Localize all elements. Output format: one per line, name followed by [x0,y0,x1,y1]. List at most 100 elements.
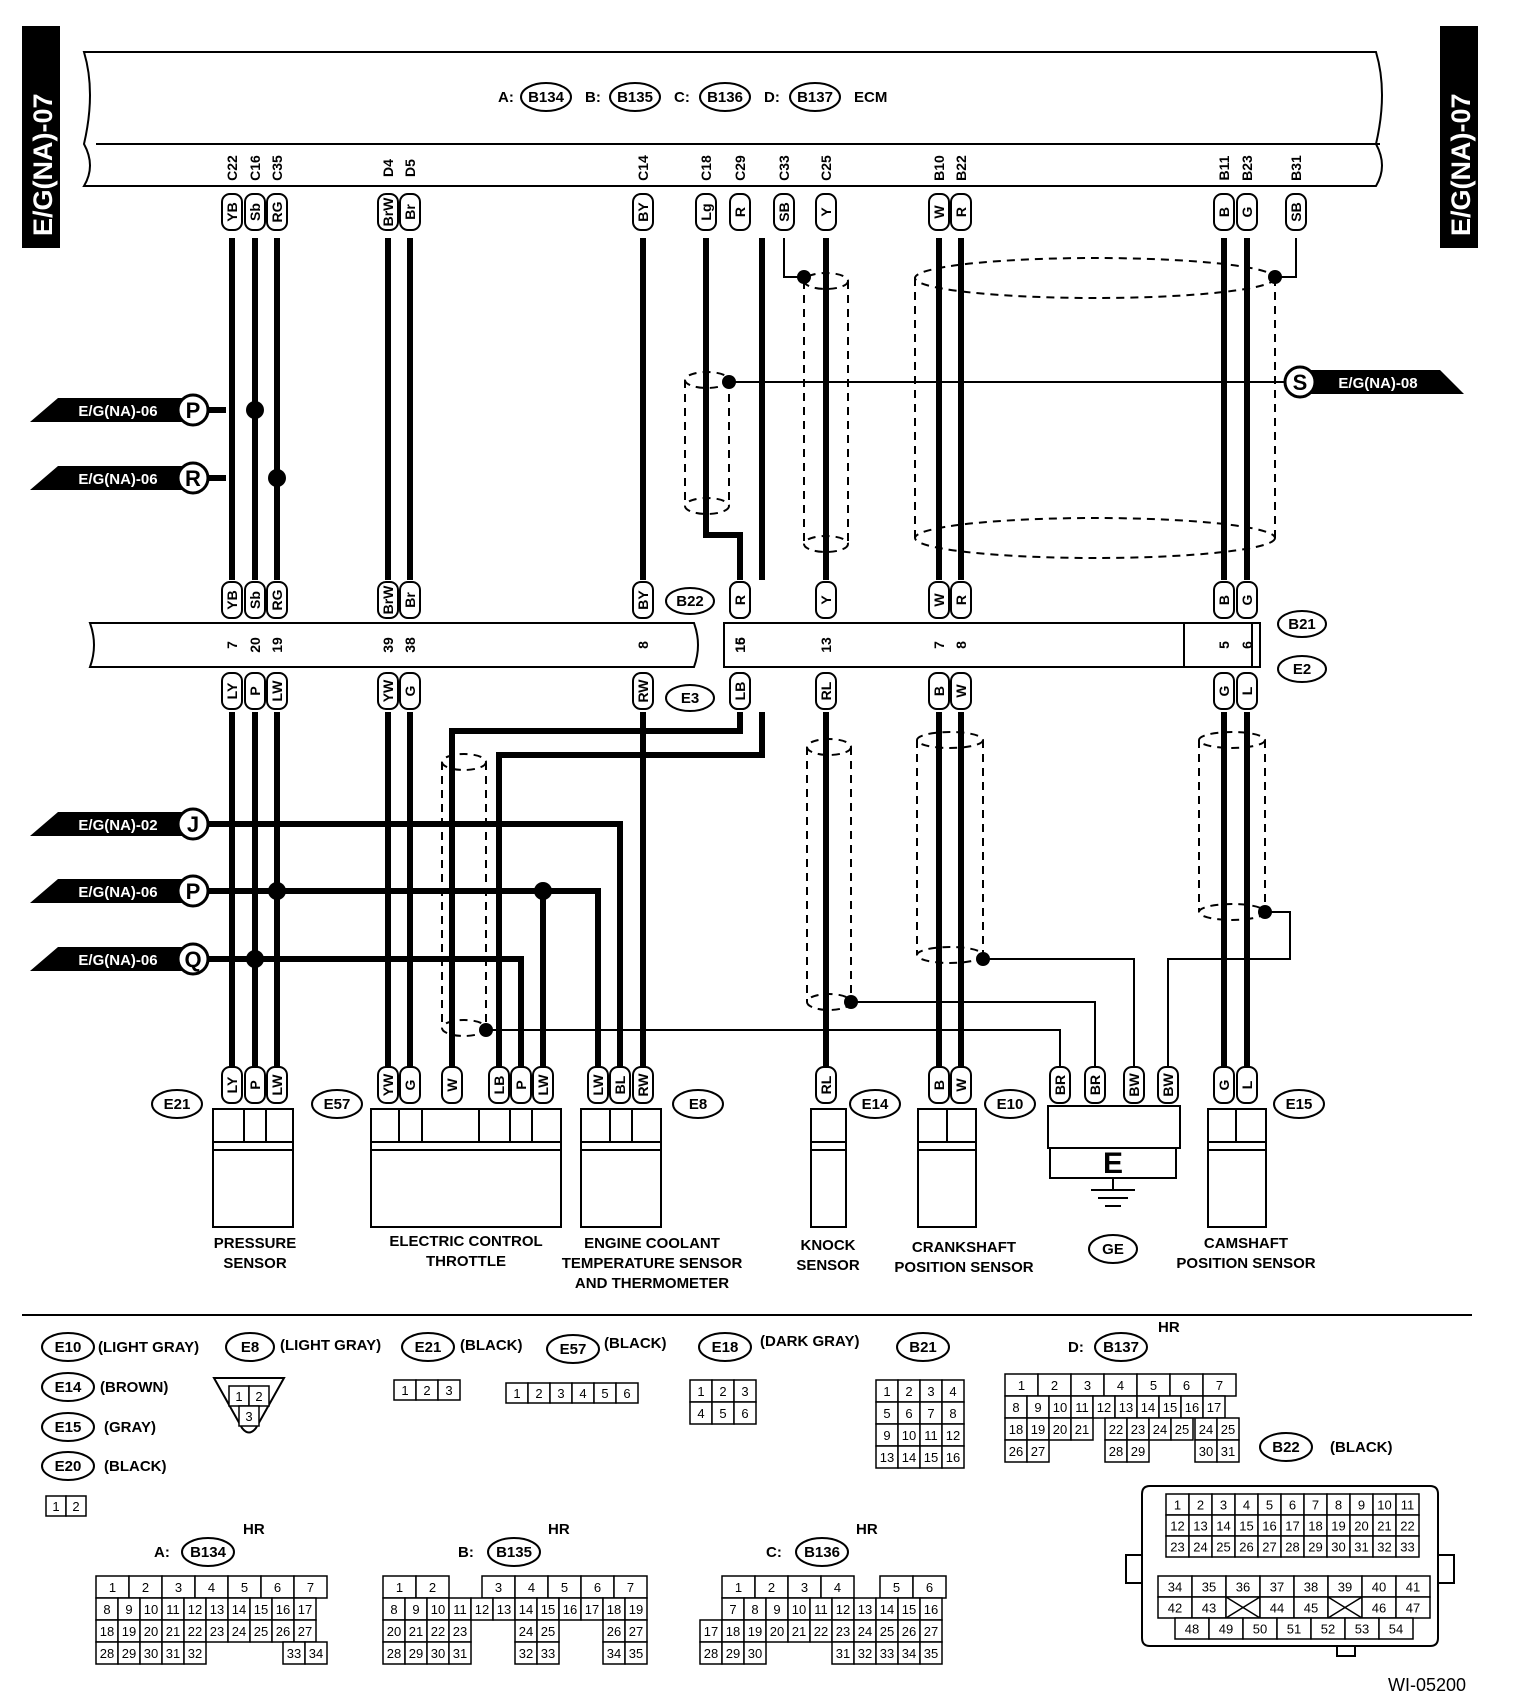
pin-cell-b134-r2-12: 12 [188,1602,202,1617]
component-pins [243,1109,1237,1142]
pin-cell-b137-r2-8: 8 [1012,1400,1019,1415]
pin-cell-b135-r1b-5: 5 [561,1580,568,1595]
pin-cell-b136-r2-13: 13 [858,1602,872,1617]
wire-color-bottom-3: YW [377,1066,399,1104]
pin-cell-b22-r5-44: 44 [1270,1601,1284,1616]
pin-cell-b22-r4-34: 34 [1168,1580,1182,1595]
pin-cell-b134-r2-13: 13 [210,1602,224,1617]
throttle-name-1: ELECTRIC CONTROL [389,1233,542,1250]
wire-color-mid-up-4: Br [399,581,421,619]
legend-b137-prefix: D: [1068,1339,1084,1356]
pin-cell-b136-r2-9: 9 [773,1602,780,1617]
side-tab-left-label: E/G(NA)-07 [28,93,58,236]
junction-pin-5: 8 [635,641,651,649]
pin-cell-b22-r4-39: 39 [1338,1580,1352,1595]
wire-color-mid-up-7-text: R [732,595,748,605]
wire-color-mid-down-2-text: LW [269,680,285,702]
side-tab-right[interactable]: E/G(NA)-07 [1440,26,1478,248]
component-names: PRESSURE SENSOR ELECTRIC CONTROL THROTTL… [214,1233,1316,1292]
pin-cell-e21-2: 2 [423,1383,430,1398]
pin-cell-b135-r4a-28: 28 [387,1646,401,1661]
pin-cell-b134-r2-9: 9 [125,1602,132,1617]
pin-cell-b137-r3b-25: 25 [1175,1422,1189,1437]
wire-color-top-7-text: R [732,207,748,217]
legend-b21: B21 [909,1339,937,1356]
pin-cell-b135-r2-18: 18 [607,1602,621,1617]
legend-e57-color: (BLACK) [604,1335,666,1352]
junction-pin-10: 7 [931,641,947,649]
wire-color-bottom-p-text: P [513,1080,529,1089]
pin-cell-e57-1: 1 [513,1386,520,1401]
pin-cell-b134-3: 3 [175,1580,182,1595]
pin-cell-b135-r4b-33: 33 [541,1646,555,1661]
ecm-pin-c35: C35 [269,155,285,181]
legend-b134: B134 [190,1544,227,1561]
junction-pin-9: 13 [818,637,834,653]
junction-pin-0: 7 [224,641,240,649]
offpage-link-0[interactable]: E/G(NA)-06 P [30,393,226,427]
pin-cell-b135-r4c-34: 34 [607,1646,621,1661]
wire-color-mid-down-10-text: B [931,686,947,696]
pin-cell-b137-r3-21: 21 [1075,1422,1089,1437]
junction-e2-label: E2 [1293,661,1311,678]
legend-b135-hr: HR [548,1521,570,1538]
wire-color-top-2: RG [266,193,288,231]
wire-color-top-1-text: Sb [247,203,263,221]
ecm-pin-c29: C29 [732,155,748,181]
pin-cell-b135-r3a-23: 23 [453,1624,467,1639]
wire-color-mid-up-12-text: B [1216,595,1232,605]
pin-cell-b135-r2-16: 16 [563,1602,577,1617]
wire-color-bottom-5: RW [632,1066,654,1104]
pin-cell-b137-r4-26: 26 [1009,1444,1023,1459]
junction-e3-label: E3 [681,690,699,707]
legend-e18: E18 [712,1339,739,1356]
pin-cell-b134-r4b-34: 34 [309,1646,323,1661]
pin-cell-b136-r4a-29: 29 [726,1646,740,1661]
pin-cell-b21-6: 6 [905,1406,912,1421]
pin-cell-b22-r5-45: 45 [1304,1601,1318,1616]
offpage-letter-0: P [186,398,201,423]
pin-cell-b22-top-20: 20 [1354,1519,1368,1534]
pin-cell-b135-r3a-22: 22 [431,1624,445,1639]
ground-wire-3-text: BW [1160,1073,1176,1097]
pin-cell-b22-top-14: 14 [1216,1519,1230,1534]
legend-e10: E10 [55,1339,82,1356]
side-tab-left[interactable]: E/G(NA)-07 [22,26,60,248]
pin-cell-e18-5: 5 [719,1406,726,1421]
pin-cell-b137-r4c-31: 31 [1221,1444,1235,1459]
wire-color-bottom-3-text: YW [380,1073,396,1096]
pin-cell-e18-3: 3 [741,1384,748,1399]
pin-cell-b136-r2-10: 10 [792,1602,806,1617]
pin-cell-b135-r3b-25: 25 [541,1624,555,1639]
wire-color-top-3-text: BrW [380,197,396,227]
wire-color-bottom-11: W [950,1066,972,1104]
pin-cell-b134-4: 4 [208,1580,215,1595]
wire-color-bottom-lw2: LW [587,1066,609,1104]
pin-cell-b134-r4a-31: 31 [166,1646,180,1661]
pin-cell-b22-top-19: 19 [1331,1519,1345,1534]
wire-color-mid-down-9-text: RL [818,681,834,700]
pin-cell-b22-top-12: 12 [1170,1519,1184,1534]
offpage-ref-0: E/G(NA)-06 [78,403,157,420]
pin-cell-e57-3: 3 [557,1386,564,1401]
wire-color-top-4: Br [399,193,421,231]
pin-cell-b22-top-10: 10 [1377,1498,1391,1513]
ecm-pin-b22: B22 [953,155,969,181]
wire-color-bottom-13: L [1236,1066,1258,1104]
pin-cell-b134-r3-24: 24 [232,1624,246,1639]
ecm-pin-c14: C14 [635,155,651,181]
wire-color-top-10-text: W [931,205,947,219]
junction-pin-12: 5 [1216,641,1232,649]
pin-cell-b135-r2-13: 13 [497,1602,511,1617]
pin-cell-b21-15: 15 [924,1450,938,1465]
ecm-block: A: B134 B: B135 C: B136 D: B137 ECM [82,51,1383,187]
pin-cell-b22-r6-51: 51 [1287,1622,1301,1637]
